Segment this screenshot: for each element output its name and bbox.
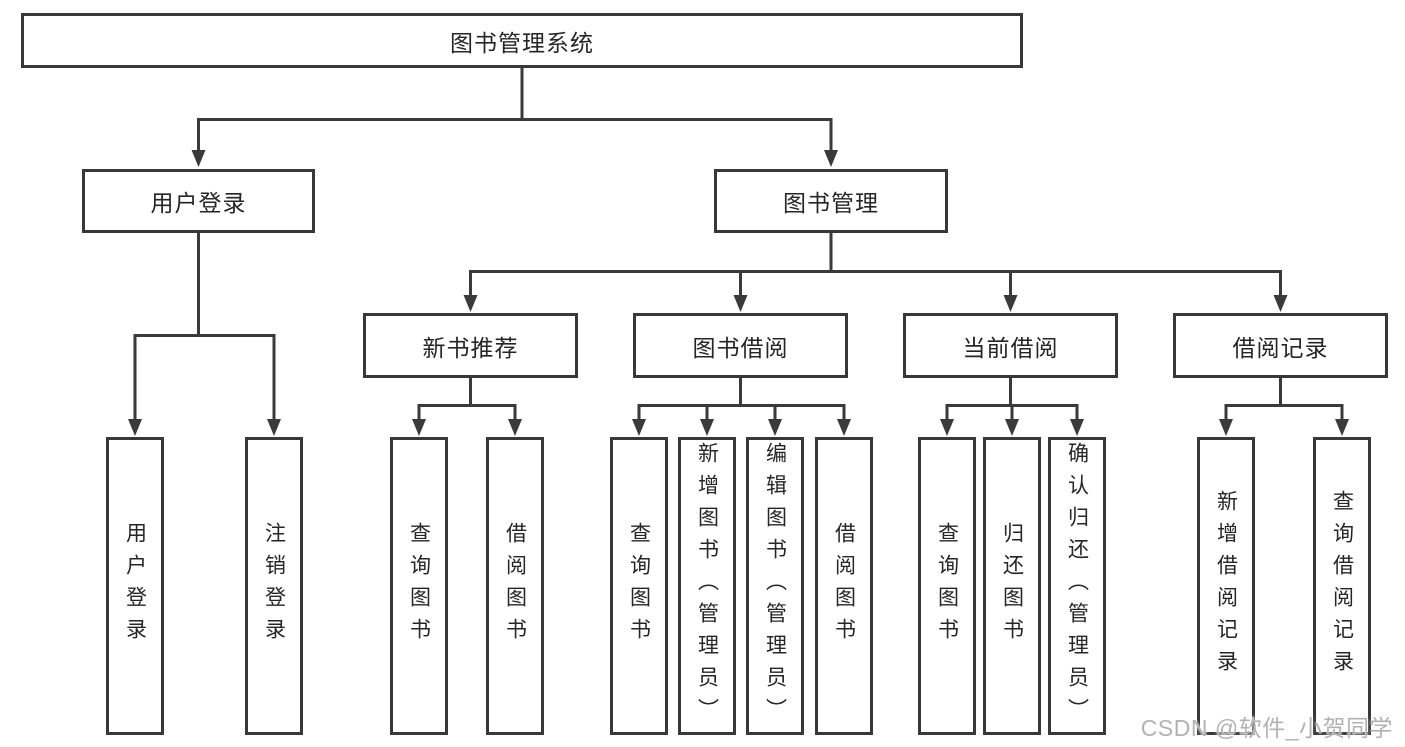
node-label: 图书管理系统 xyxy=(450,29,594,56)
leaf-borrow-books-borrowing: 借阅图书 xyxy=(815,437,873,735)
node-label: 借阅记录 xyxy=(1232,334,1329,361)
leaf-query-borrow-record: 查询借阅记录 xyxy=(1313,437,1371,735)
leaf-query-books-recommend: 查询图书 xyxy=(390,437,448,735)
leaf-query-books-borrowing: 查询图书 xyxy=(610,437,668,735)
node-label: 新增图书（管理员） xyxy=(695,442,719,730)
leaf-edit-book-admin: 编辑图书（管理员） xyxy=(746,437,804,735)
leaf-confirm-return-admin: 确认归还（管理员） xyxy=(1048,437,1106,735)
node-book-management: 图书管理 xyxy=(714,169,948,233)
csdn-watermark: CSDN @软件_小贺同学 xyxy=(1140,715,1393,741)
node-label: 图书管理 xyxy=(783,190,879,216)
node-label: 查询图书 xyxy=(407,522,431,650)
node-label: 查询图书 xyxy=(627,522,651,650)
node-label: 借阅图书 xyxy=(503,522,527,650)
node-borrowing-records: 借阅记录 xyxy=(1173,313,1388,378)
node-label: 当前借阅 xyxy=(962,334,1059,361)
leaf-query-books-current: 查询图书 xyxy=(918,437,976,735)
node-label: 归还图书 xyxy=(1000,522,1024,650)
node-user-login: 用户登录 xyxy=(82,169,315,233)
leaf-add-borrow-record: 新增借阅记录 xyxy=(1197,437,1255,735)
leaf-borrow-books-recommend: 借阅图书 xyxy=(486,437,544,735)
node-label: 查询图书 xyxy=(935,522,959,650)
node-library-system: 图书管理系统 xyxy=(21,13,1023,68)
node-new-book-recommend: 新书推荐 xyxy=(363,313,578,378)
node-book-borrowing: 图书借阅 xyxy=(633,313,848,378)
node-label: 借阅图书 xyxy=(832,522,856,650)
node-label: 图书借阅 xyxy=(692,334,789,361)
node-label: 查询借阅记录 xyxy=(1330,490,1354,682)
leaf-return-books: 归还图书 xyxy=(983,437,1041,735)
node-label: 用户登录 xyxy=(123,522,147,650)
node-label: 用户登录 xyxy=(150,190,247,216)
node-current-borrowing: 当前借阅 xyxy=(903,313,1118,378)
node-label: 新增借阅记录 xyxy=(1214,490,1238,682)
leaf-logout: 注销登录 xyxy=(245,437,303,735)
leaf-add-book-admin: 新增图书（管理员） xyxy=(678,437,736,735)
node-label: 注销登录 xyxy=(262,522,286,650)
node-label: 确认归还（管理员） xyxy=(1065,442,1089,730)
node-label: 编辑图书（管理员） xyxy=(763,442,787,730)
leaf-user-login: 用户登录 xyxy=(106,437,164,735)
node-label: 新书推荐 xyxy=(422,334,519,361)
